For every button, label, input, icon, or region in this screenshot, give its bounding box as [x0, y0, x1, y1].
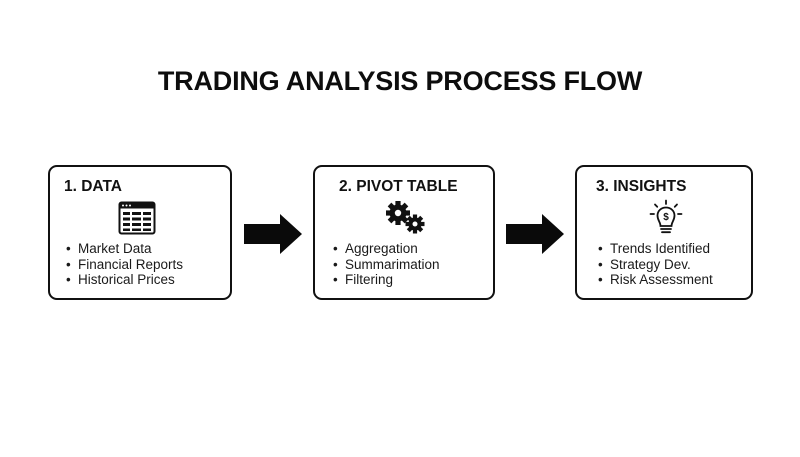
lightbulb-dollar-icon: $ [649, 199, 683, 234]
list-item: Trends Identified [598, 241, 713, 257]
step-title: 2. PIVOT TABLE [339, 178, 458, 195]
list-item: Aggregation [333, 241, 440, 257]
svg-text:$: $ [663, 212, 669, 223]
step-item-list: Market Data Financial Reports Historical… [66, 241, 183, 288]
list-item: Financial Reports [66, 257, 183, 273]
gears-icon [386, 201, 425, 234]
step-item-list: Trends Identified Strategy Dev. Risk Ass… [598, 241, 713, 288]
step-box-pivot-table: 2. PIVOT TABLE [313, 165, 495, 300]
diagram-title: TRADING ANALYSIS PROCESS FLOW [157, 66, 643, 96]
list-item: Strategy Dev. [598, 257, 713, 273]
list-item: Market Data [66, 241, 183, 257]
step-box-data: 1. DATA Market Data Financial Reports Hi… [48, 165, 232, 300]
step-box-insights: 3. INSIGHTS $ Trends Identified Strategy… [575, 165, 753, 300]
list-item: Historical Prices [66, 272, 183, 288]
arrow-right-icon [244, 214, 302, 254]
list-item: Risk Assessment [598, 272, 713, 288]
list-item: Filtering [333, 272, 440, 288]
step-title: 1. DATA [64, 178, 122, 195]
list-item: Summarimation [333, 257, 440, 273]
step-title: 3. INSIGHTS [596, 178, 687, 195]
arrow-right-icon [506, 214, 564, 254]
step-item-list: Aggregation Summarimation Filtering [333, 241, 440, 288]
spreadsheet-icon [118, 201, 156, 235]
